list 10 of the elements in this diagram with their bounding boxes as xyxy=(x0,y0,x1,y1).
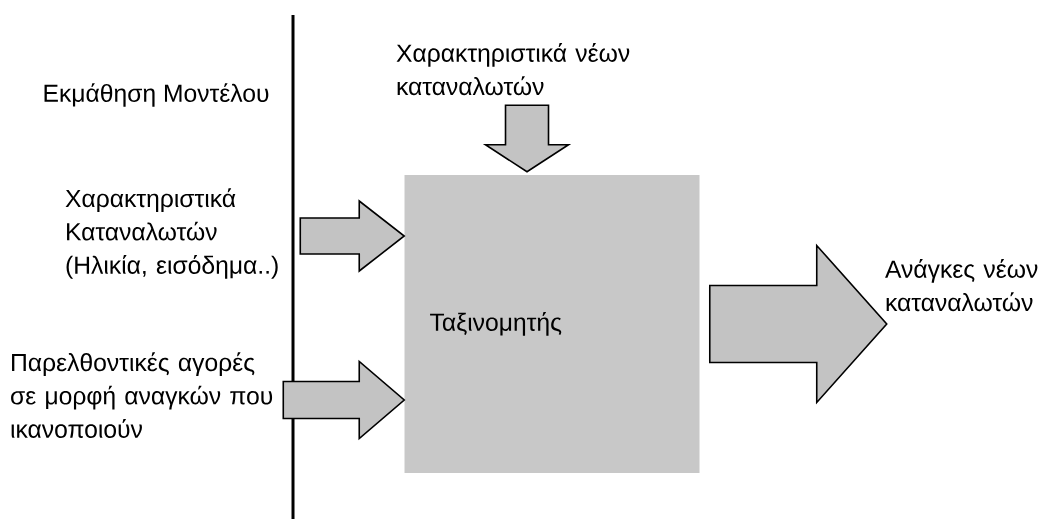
node-text: Χαρακτηριστικά Καταναλωτών (Ηλικία, εισόδημα..) xyxy=(65,188,278,279)
block-arrow xyxy=(282,359,406,441)
classifier-box: Ταξινομητής xyxy=(404,175,700,473)
block-arrow xyxy=(709,243,888,405)
section-label: Εκμάθηση Μοντέλου xyxy=(44,83,269,107)
block-arrow xyxy=(299,199,406,273)
block-arrow xyxy=(482,104,572,173)
node-text: Παρελθοντικές αγορές σε μορφή αναγκών που ικανοποιούν xyxy=(11,352,273,438)
node-text: Ανάγκες νέων καταναλωτών xyxy=(885,259,1038,312)
node-text: Χαρακτηριστικά νέων καταναλωτών xyxy=(396,43,630,96)
